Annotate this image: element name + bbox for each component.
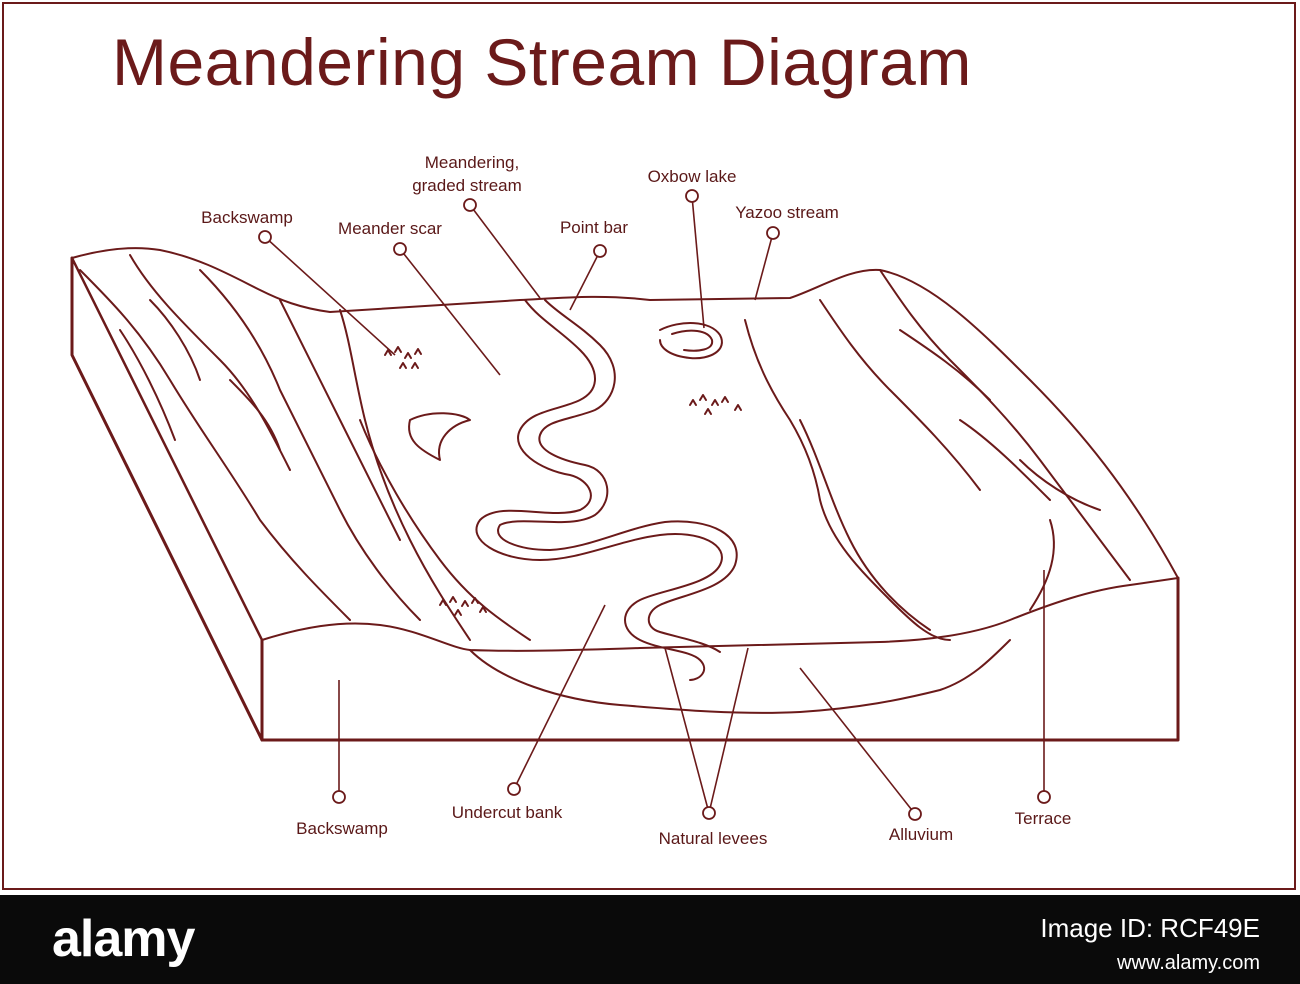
marker-meandering-stream — [463, 198, 477, 212]
stream-diagram: Meandering, graded stream Oxbow lake Bac… — [70, 153, 1180, 848]
alamy-url: www.alamy.com — [1117, 952, 1260, 974]
marker-alluvium — [908, 807, 922, 821]
front-surface-edge — [261, 577, 1179, 652]
marker-meander-scar — [393, 242, 407, 256]
marker-undercut-bank — [507, 782, 521, 796]
alamy-logo: alamy — [52, 909, 195, 969]
oxbow-lake-shape — [659, 322, 723, 360]
label-backswamp-bottom: Backswamp — [296, 819, 388, 838]
marker-backswamp-bottom — [332, 790, 346, 804]
left-hills-outline — [71, 247, 1179, 579]
footer-info: Image ID: RCF49E www.alamy.com — [1040, 909, 1260, 975]
label-terrace: Terrace — [1015, 809, 1072, 828]
alluvium-boundary — [469, 639, 1011, 714]
yazoo-stream-line — [744, 319, 951, 641]
marker-natural-levees — [702, 806, 716, 820]
label-meandering-stream-line1: Meandering, — [425, 153, 520, 172]
left-tributary — [339, 309, 471, 641]
label-point-bar: Point bar — [560, 218, 628, 237]
marker-terrace — [1037, 790, 1051, 804]
diagram-frame — [2, 2, 1296, 890]
label-oxbow-lake: Oxbow lake — [648, 167, 737, 186]
meander-scar-shape — [408, 412, 471, 461]
label-meander-scar: Meander scar — [338, 219, 442, 238]
label-meandering-stream-line2: graded stream — [412, 176, 522, 195]
watermark-footer: alamy Image ID: RCF49E www.alamy.com — [0, 895, 1300, 984]
label-undercut-bank: Undercut bank — [452, 803, 563, 822]
image-id: Image ID: RCF49E — [1040, 913, 1260, 943]
label-natural-levees: Natural levees — [659, 829, 768, 848]
alamy-logo-text: alamy — [52, 910, 195, 968]
marker-point-bar — [593, 244, 607, 258]
block-left-face — [70, 256, 264, 742]
marker-backswamp-top — [258, 230, 272, 244]
block-front-face — [260, 576, 1180, 742]
diagram-title: Meandering Stream Diagram — [112, 25, 972, 99]
label-yazoo-stream: Yazoo stream — [735, 203, 839, 222]
label-backswamp-top: Backswamp — [201, 208, 293, 227]
marker-yazoo-stream — [766, 226, 780, 240]
meandering-river-outer — [475, 299, 723, 681]
meandering-river-inner — [497, 299, 738, 653]
marker-oxbow-lake — [685, 189, 699, 203]
label-alluvium: Alluvium — [889, 825, 953, 844]
block-top-edge — [70, 256, 264, 642]
